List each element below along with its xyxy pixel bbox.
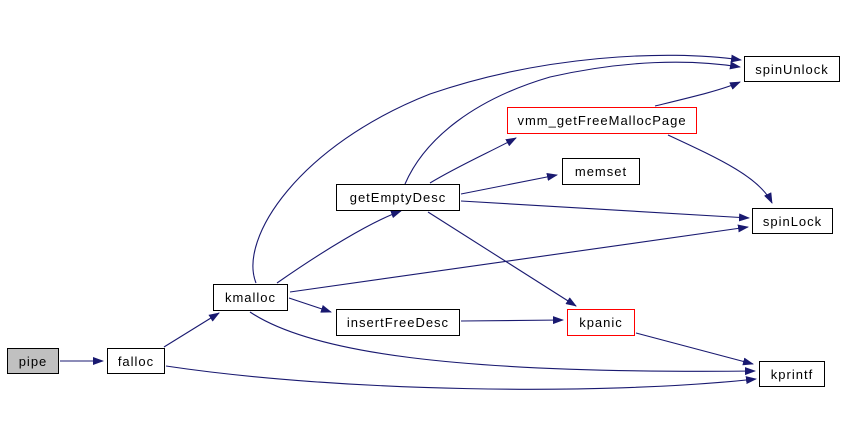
node-spinUnlock[interactable]: spinUnlock	[744, 56, 840, 82]
node-vmm_getFreeMallocPage[interactable]: vmm_getFreeMallocPage	[507, 107, 697, 134]
edge-kmalloc-getEmptyDesc	[276, 210, 402, 284]
edge-getEmptyDesc-memset	[460, 173, 558, 195]
edge-getEmptyDesc-spinLock	[460, 200, 750, 222]
edge-kmalloc-spinLock	[289, 224, 749, 293]
node-kprintf[interactable]: kprintf	[759, 361, 825, 387]
edge-getEmptyDesc-spinUnlock	[404, 61, 741, 185]
node-kmalloc[interactable]: kmalloc	[213, 284, 288, 311]
edge-falloc-kprintf	[165, 365, 757, 390]
node-pipe: pipe	[7, 348, 59, 374]
edge-vmm_getFreeMallocPage-spinUnlock	[654, 81, 741, 107]
edge-falloc-kmalloc	[163, 312, 220, 348]
node-spinLock[interactable]: spinLock	[752, 208, 833, 234]
edge-vmm_getFreeMallocPage-spinLock	[667, 134, 773, 204]
node-getEmptyDesc[interactable]: getEmptyDesc	[336, 184, 460, 211]
node-kpanic[interactable]: kpanic	[567, 309, 635, 336]
node-insertFreeDesc[interactable]: insertFreeDesc	[336, 309, 460, 336]
edge-kmalloc-kprintf	[249, 311, 756, 376]
edge-kmalloc-insertFreeDesc	[288, 297, 332, 313]
edge-getEmptyDesc-kpanic	[427, 211, 577, 307]
edge-insertFreeDesc-kpanic	[460, 316, 564, 325]
edge-kmalloc-spinUnlock	[252, 54, 742, 284]
edge-getEmptyDesc-vmm_getFreeMallocPage	[429, 137, 517, 184]
node-memset[interactable]: memset	[562, 158, 640, 185]
edges-group	[60, 54, 773, 390]
edge-kpanic-kprintf	[635, 332, 754, 366]
node-falloc[interactable]: falloc	[107, 348, 165, 374]
